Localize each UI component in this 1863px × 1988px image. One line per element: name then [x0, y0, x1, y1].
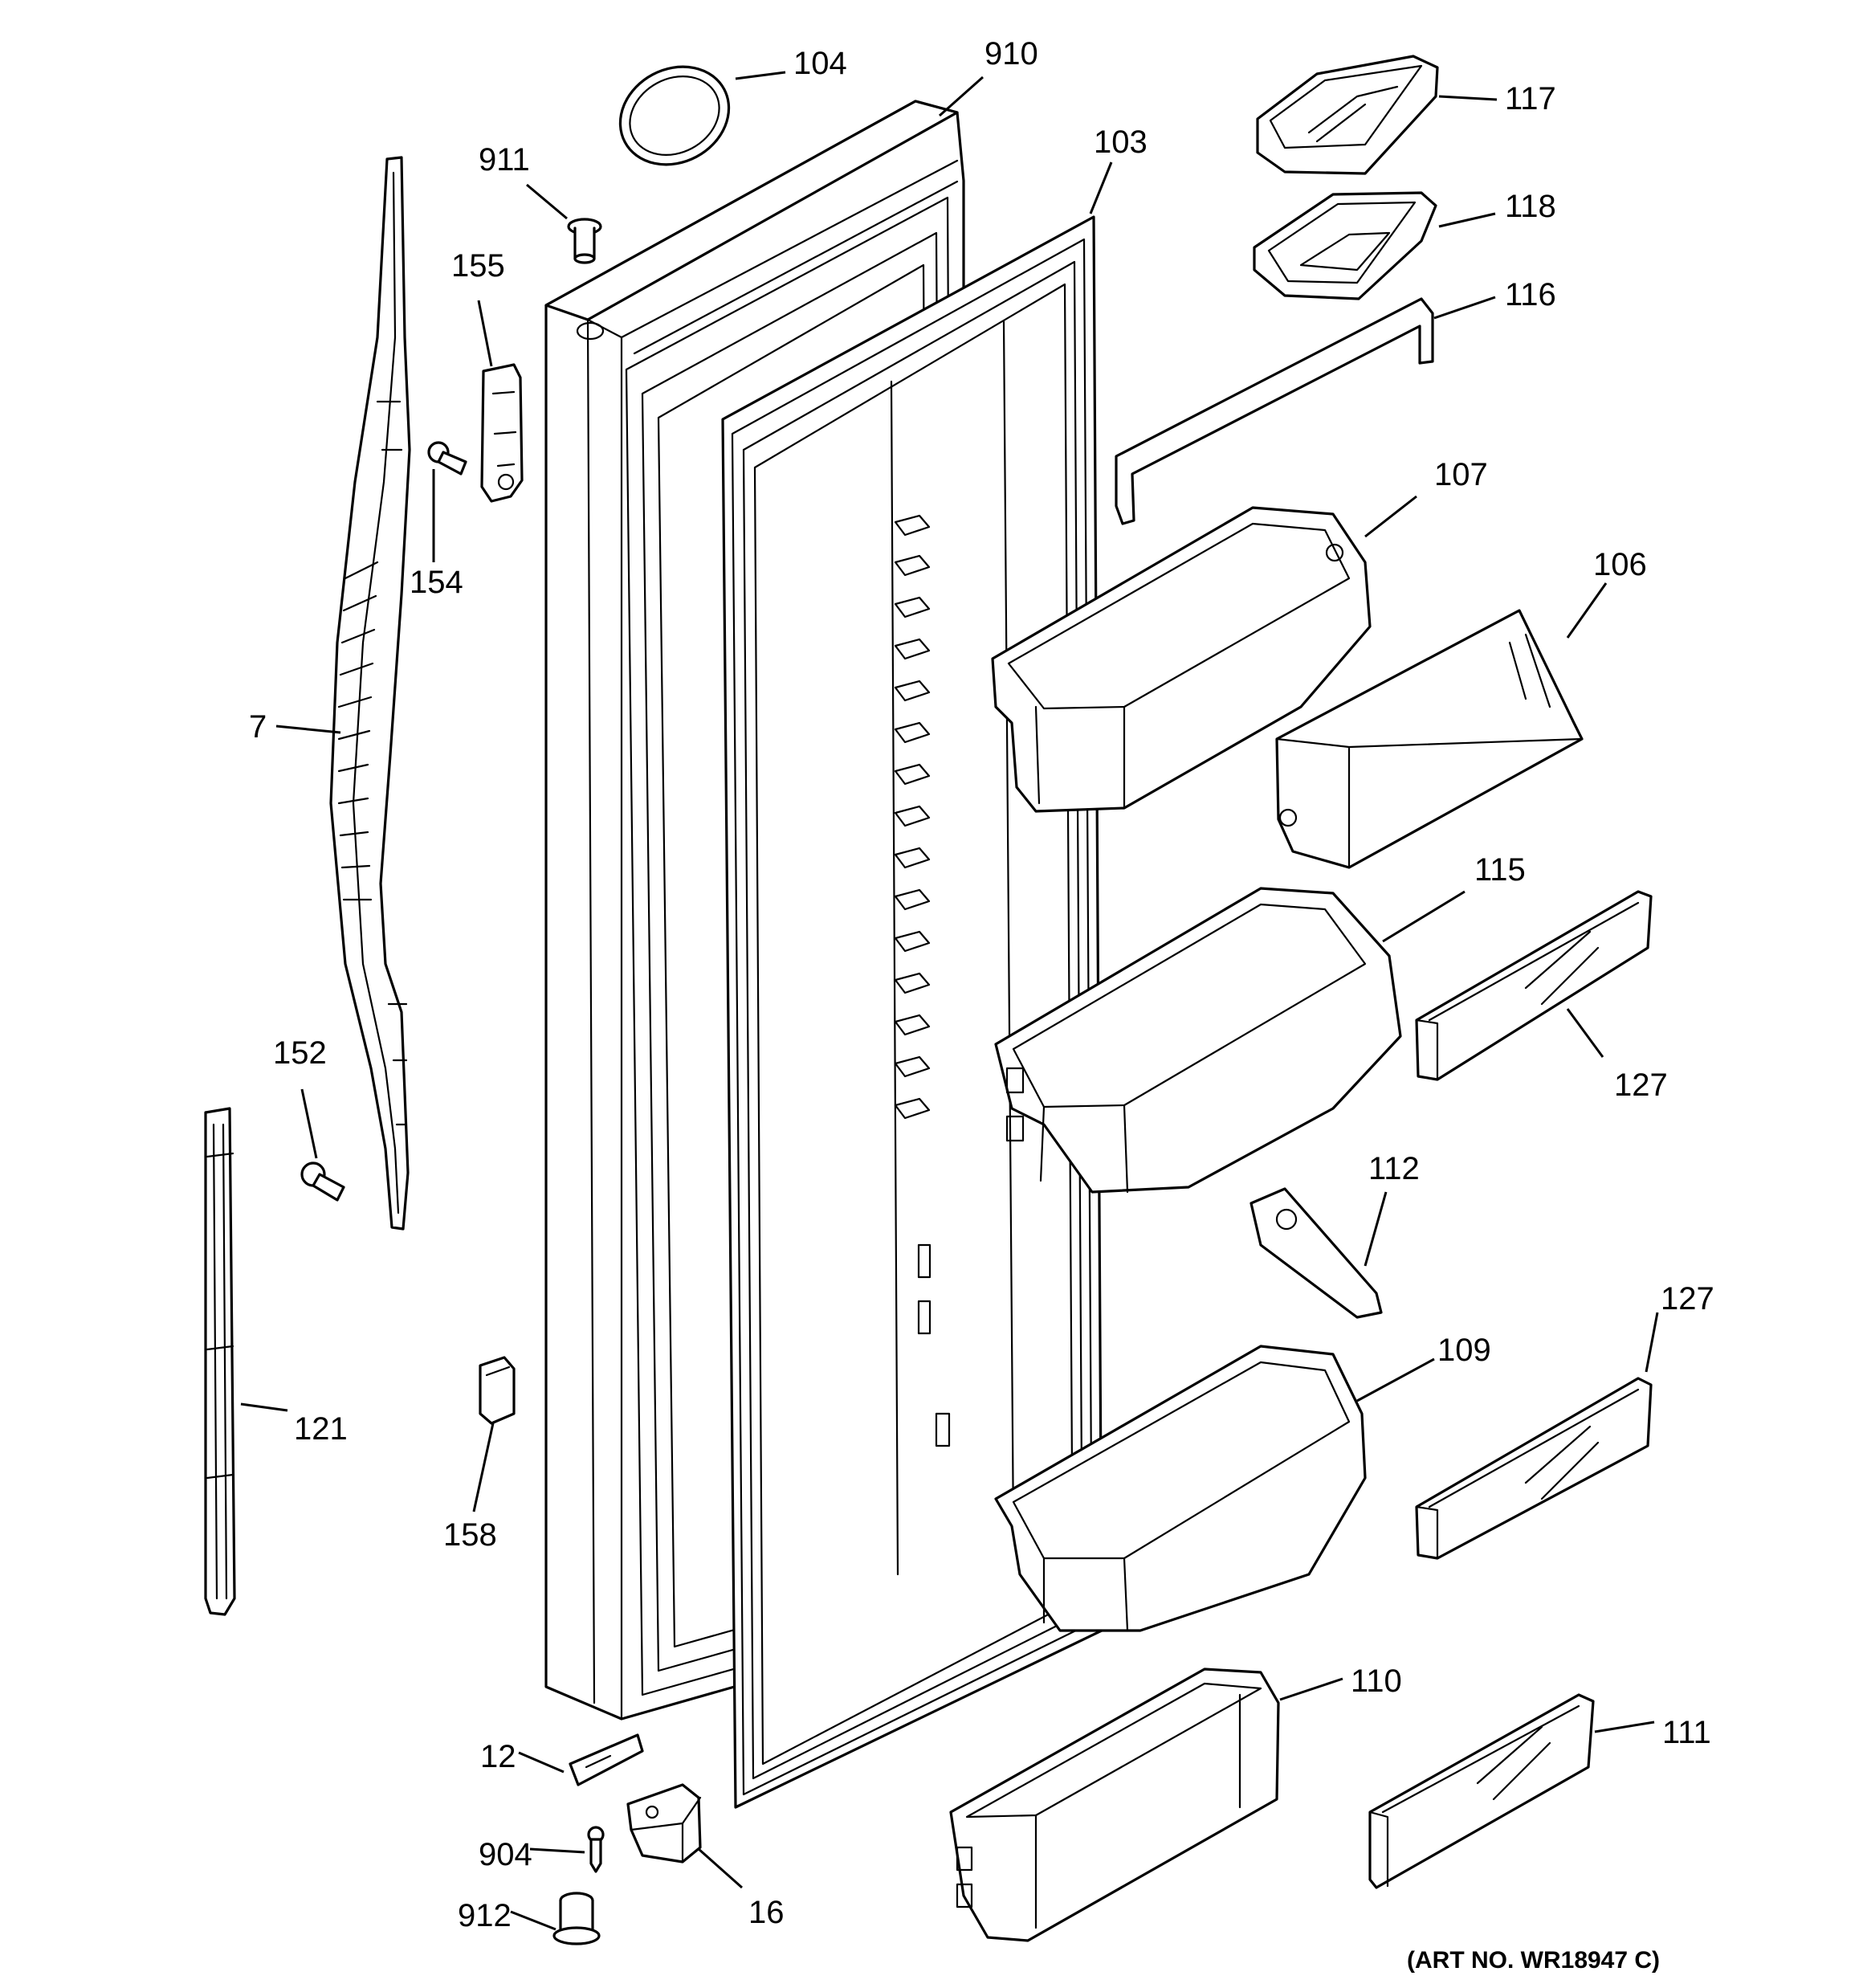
callout-111: 111: [1662, 1715, 1711, 1750]
part-104-cap: [618, 65, 731, 166]
part-7-door-handle: [329, 156, 411, 1231]
part-107-bin: [991, 506, 1372, 813]
callout-152: 152: [273, 1035, 327, 1071]
callout-104: 104: [793, 46, 847, 81]
callout-912: 912: [458, 1898, 512, 1933]
part-154-screw: [427, 441, 467, 476]
callout-121: 121: [294, 1411, 348, 1447]
callout-7: 7: [249, 709, 267, 745]
part-109-bin: [994, 1345, 1367, 1632]
callout-904: 904: [479, 1837, 532, 1872]
part-115-bin: [994, 887, 1402, 1194]
callout-910: 910: [984, 36, 1038, 71]
callout-911: 911: [479, 142, 530, 178]
callout-127-upper: 127: [1614, 1067, 1668, 1103]
callout-116: 116: [1505, 277, 1556, 312]
leader-lines: [240, 71, 1659, 1931]
part-152-screw: [300, 1161, 345, 1202]
callout-109: 109: [1437, 1333, 1491, 1368]
callout-107: 107: [1434, 457, 1488, 492]
callout-16: 16: [748, 1895, 785, 1930]
part-118-dairy-compartment: [1253, 191, 1437, 300]
part-112-divider: [1249, 1187, 1383, 1319]
art-number-label: (ART NO. WR18947 C): [1407, 1947, 1660, 1974]
part-12-bracket: [569, 1733, 644, 1786]
part-155-hinge-bracket: [480, 363, 524, 503]
callout-117: 117: [1505, 81, 1556, 116]
part-117-dairy-lid: [1256, 55, 1439, 175]
part-121-trim-strip: [204, 1107, 236, 1616]
part-111-rail: [1368, 1693, 1595, 1889]
callout-12: 12: [480, 1739, 516, 1774]
part-912-bushing: [552, 1892, 601, 1945]
part-16-hinge: [626, 1783, 702, 1863]
part-106-rail: [1275, 609, 1584, 869]
liner-shelf-clips: [894, 514, 951, 1447]
callout-127-lower: 127: [1661, 1281, 1714, 1316]
part-127-rail-upper: [1415, 890, 1653, 1081]
part-127-rail-lower: [1415, 1377, 1653, 1560]
part-911-bushing: [567, 218, 602, 264]
part-158-clip: [479, 1356, 516, 1425]
callout-154: 154: [410, 565, 463, 600]
part-110-bin: [949, 1668, 1280, 1942]
callout-103: 103: [1094, 125, 1148, 160]
callout-155: 155: [451, 248, 505, 284]
callout-118: 118: [1505, 189, 1556, 224]
part-116-bar: [1115, 297, 1434, 525]
callout-106: 106: [1593, 547, 1647, 582]
callout-115: 115: [1474, 852, 1526, 888]
callout-labels: 104 910 911 103 117 118 116 155 154 107 …: [249, 36, 1714, 1933]
part-904-screw: [587, 1826, 605, 1873]
callout-110: 110: [1351, 1663, 1402, 1699]
callout-158: 158: [443, 1517, 497, 1553]
callout-112: 112: [1368, 1151, 1420, 1186]
